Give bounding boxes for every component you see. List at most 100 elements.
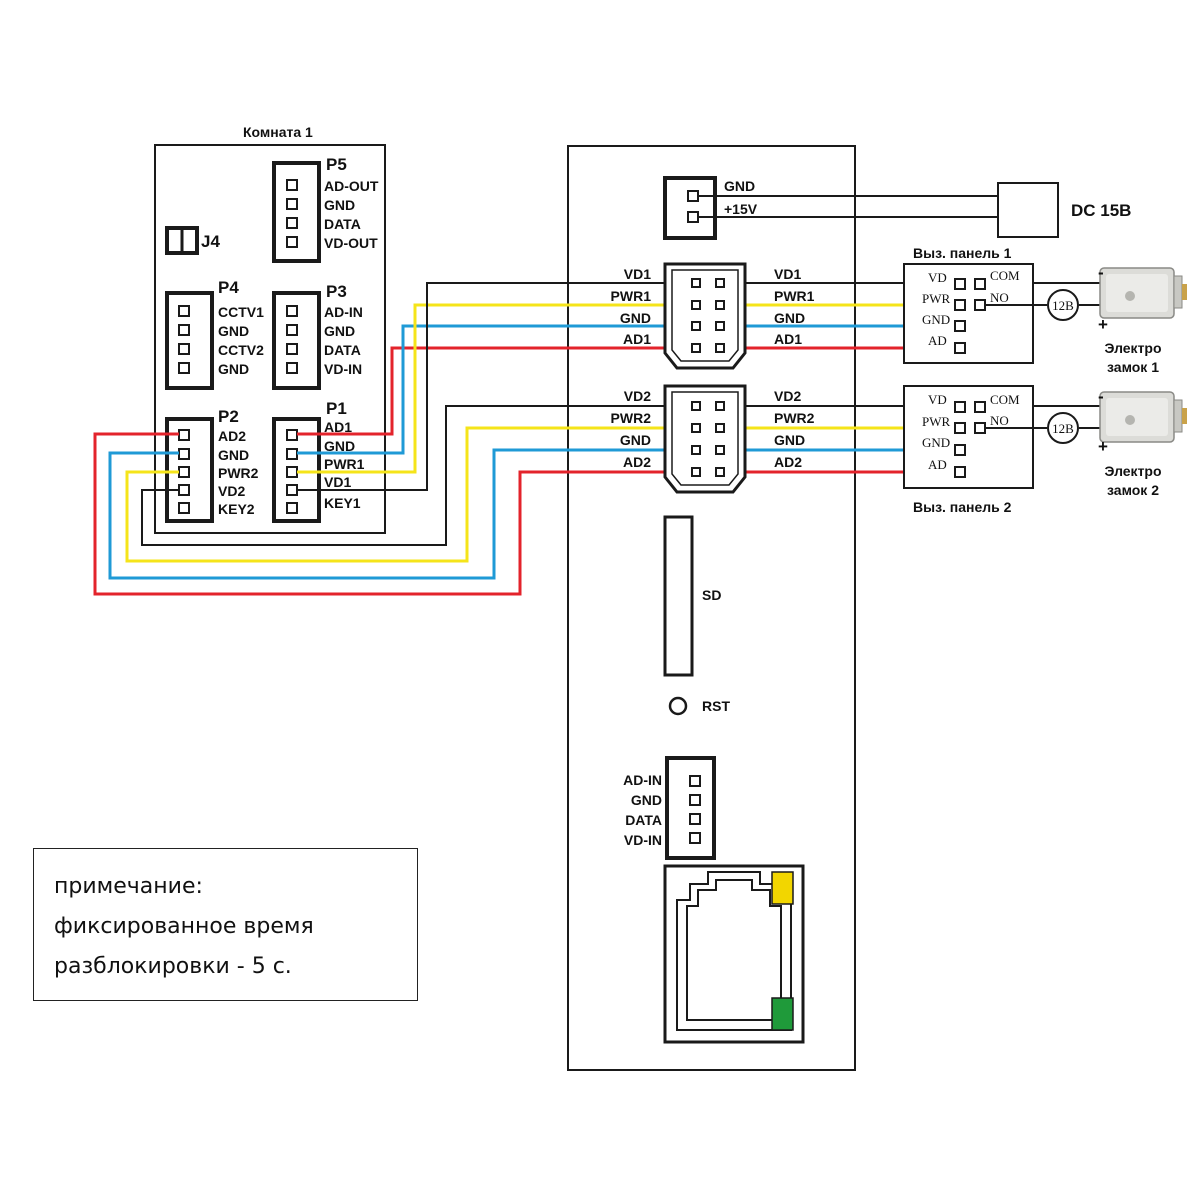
connector-p2: P2 AD2 GND PWR2 VD2 KEY2 [165, 407, 259, 523]
note-box: примечание: фиксированное время разблоки… [33, 848, 418, 1001]
wire-gnd1-blue [297, 324, 696, 455]
panel2-pin-label: AD [928, 457, 947, 472]
electric-lock-1: - + Электро замок 1 [1098, 263, 1187, 375]
wire-vd1-black [297, 282, 696, 491]
p2-pin-label: GND [218, 447, 249, 463]
conn1-left-label: VD1 [624, 266, 651, 282]
panel2-title: Выз. панель 2 [913, 499, 1012, 515]
bottom-conn-label: GND [631, 792, 662, 808]
bottom-conn-label: DATA [625, 812, 662, 828]
rj45-led-green [771, 997, 794, 1031]
p2-pin-label: AD2 [218, 428, 246, 444]
j4-jumper: J4 [165, 226, 220, 255]
lock2-minus: - [1098, 387, 1104, 406]
panel2-relay-label: COM [990, 392, 1020, 407]
p5-name: P5 [326, 155, 347, 174]
p3-pin-label: GND [324, 323, 355, 339]
note-line: разблокировки - 5 с. [54, 954, 292, 979]
monitor-connector-1: VD1 PWR1 GND AD1 VD1 PWR1 GND AD1 [611, 262, 815, 370]
conn2-left-label: AD2 [623, 454, 651, 470]
p1-pin-label: GND [324, 438, 355, 454]
sd-slot: SD [663, 515, 721, 677]
lock1-label: Электро [1104, 340, 1161, 356]
connector-p1: P1 AD1 GND PWR1 VD1 KEY1 [272, 399, 365, 523]
panel2-pin-label: PWR [922, 414, 951, 429]
conn2-right-label: AD2 [774, 454, 802, 470]
p1-pin-label: KEY1 [324, 495, 361, 511]
connector-p4: P4 CCTV1 GND CCTV2 GND [165, 278, 264, 390]
conn1-left-label: AD1 [623, 331, 651, 347]
room1-board [154, 144, 386, 534]
lock1-label: замок 1 [1107, 359, 1159, 375]
p2-name: P2 [218, 407, 239, 426]
power-gnd-label: GND [724, 178, 755, 194]
p3-pin-label: VD-IN [324, 361, 362, 377]
power-connector: GND +15V [663, 176, 758, 240]
rst-button: RST [668, 696, 730, 716]
p4-pin-label: CCTV2 [218, 342, 264, 358]
call-panel-2: Выз. панель 2 VD PWR GND AD COM NO [903, 385, 1034, 515]
bottom-conn-label: VD-IN [624, 832, 662, 848]
p5-pin-label: GND [324, 197, 355, 213]
bottom-conn-label: AD-IN [623, 772, 662, 788]
p2-pin-label: KEY2 [218, 501, 255, 517]
psu-label: DC 15B [1071, 201, 1131, 220]
lock1-minus: - [1098, 263, 1104, 282]
lock1-supply-12v: 12В [1047, 289, 1079, 321]
p3-pin-label: AD-IN [324, 304, 363, 320]
conn2-left-label: PWR2 [611, 410, 652, 426]
p5-pin-label: VD-OUT [324, 235, 378, 251]
conn2-right-label: VD2 [774, 388, 801, 404]
call-panel-1: Выз. панель 1 VD PWR GND AD COM NO [903, 245, 1034, 364]
lock2-label: Электро [1104, 463, 1161, 479]
panel1-title: Выз. панель 1 [913, 245, 1012, 261]
conn1-right-label: PWR1 [774, 288, 815, 304]
wire-pwr2-yellow [125, 426, 696, 563]
p1-name: P1 [326, 399, 347, 418]
p3-pin-label: DATA [324, 342, 361, 358]
j4-label: J4 [201, 232, 220, 251]
wire-ad2-red [93, 432, 696, 596]
p1-pin-label: PWR1 [324, 456, 365, 472]
conn1-right-label: AD1 [774, 331, 802, 347]
panel1-pin-label: GND [922, 312, 950, 327]
conn1-left-label: PWR1 [611, 288, 652, 304]
panel1-pin-label: AD [928, 333, 947, 348]
rj45-port [663, 864, 805, 1044]
monitor-bottom-connector: AD-IN GND DATA VD-IN [623, 756, 716, 860]
wire-pwr1-yellow [297, 303, 696, 474]
conn2-left-label: GND [620, 432, 651, 448]
lock2-label: замок 2 [1107, 482, 1159, 498]
p1-pin-label: AD1 [324, 419, 352, 435]
power-supply: DC 15B [997, 182, 1131, 238]
power-plus-label: +15V [724, 201, 758, 217]
lock2-supply-12v: 12В [1047, 412, 1079, 444]
electric-lock-2: - + Электро замок 2 [1098, 387, 1187, 498]
monitor-connector-2: VD2 PWR2 GND AD2 VD2 PWR2 GND AD2 [611, 384, 815, 494]
panel1-pin-label: PWR [922, 291, 951, 306]
panel1-relay-label: COM [990, 268, 1020, 283]
p3-name: P3 [326, 282, 347, 301]
lock2-plus: + [1098, 437, 1108, 456]
lock1-voltage: 12В [1052, 298, 1074, 313]
note-line: фиксированное время [54, 914, 314, 939]
rj45-led-yellow [771, 871, 794, 905]
room1-title: Комната 1 [243, 124, 313, 140]
p2-pin-label: VD2 [218, 483, 245, 499]
p1-pin-label: VD1 [324, 474, 351, 490]
wire-gnd2-blue [108, 448, 696, 580]
monitor-board [567, 145, 856, 1071]
p5-pin-label: AD-OUT [324, 178, 379, 194]
conn2-left-label: VD2 [624, 388, 651, 404]
wire-ad1-red [297, 346, 696, 436]
panel2-relay-label: NO [990, 413, 1009, 428]
wire-vd2-black [141, 405, 696, 546]
conn2-right-label: GND [774, 432, 805, 448]
connector-p3: P3 AD-IN GND DATA VD-IN [272, 282, 363, 390]
lock1-plus: + [1098, 315, 1108, 334]
panel1-relay-label: NO [990, 290, 1009, 305]
note-title: примечание: [54, 874, 203, 899]
p5-pin-label: DATA [324, 216, 361, 232]
conn2-right-label: PWR2 [774, 410, 815, 426]
